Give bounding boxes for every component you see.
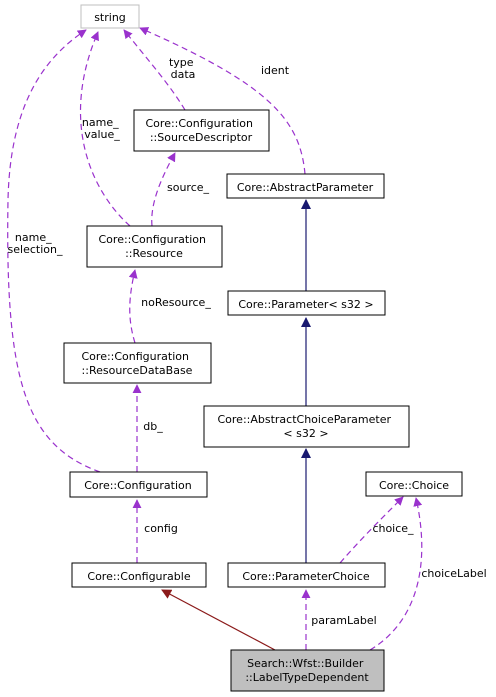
- edge-resource-to-string: [79, 31, 131, 227]
- node-configuration[interactable]: Core::Configuration: [69, 471, 208, 498]
- node-source-descriptor-label: Core::Configuration ::SourceDescriptor: [146, 117, 257, 144]
- edge-label-no-resource: noResource_: [141, 296, 211, 309]
- node-abstract-choice-parameter[interactable]: Core::AbstractChoiceParameter < s32 >: [203, 405, 410, 448]
- node-parameter-choice-label: Core::ParameterChoice: [242, 570, 370, 583]
- node-label-type-dependent-label: Search::Wfst::Builder ::LabelTypeDepende…: [245, 657, 369, 684]
- node-choice[interactable]: Core::Choice: [365, 471, 463, 497]
- edge-labeltypedependent-to-configurable: [161, 589, 276, 651]
- edge-label-type-data: type data: [169, 56, 197, 81]
- edge-configuration-to-string: [7, 29, 101, 473]
- node-choice-label: Core::Choice: [379, 479, 449, 492]
- node-abstract-parameter[interactable]: Core::AbstractParameter: [226, 173, 385, 199]
- node-resource[interactable]: Core::Configuration ::Resource: [86, 225, 223, 268]
- node-configuration-label: Core::Configuration: [84, 479, 191, 492]
- node-abstract-choice-parameter-label: Core::AbstractChoiceParameter < s32 >: [217, 413, 394, 440]
- edge-label-choice: choice_: [372, 522, 414, 535]
- edge-label-config: config: [144, 522, 178, 535]
- node-resource-database-label: Core::Configuration ::ResourceDataBase: [82, 350, 193, 377]
- edge-parameterchoice-to-choice: [339, 496, 404, 564]
- edge-abstractparameter-to-string: [139, 27, 306, 175]
- edge-label-ident: ident: [261, 64, 290, 77]
- edge-label-source: source_: [167, 181, 210, 194]
- node-label-type-dependent[interactable]: Search::Wfst::Builder ::LabelTypeDepende…: [230, 649, 385, 692]
- edge-resource-to-sourcedescriptor: [151, 152, 176, 227]
- edge-label-choice-label: choiceLabel: [421, 567, 486, 580]
- diagram-edges: [7, 27, 423, 651]
- edge-label-name-selection: name_ selection_: [8, 231, 63, 256]
- node-string-label: string: [94, 11, 126, 24]
- edge-label-name-value: name_ value_: [82, 116, 122, 141]
- node-source-descriptor[interactable]: Core::Configuration ::SourceDescriptor: [133, 109, 270, 152]
- edge-resourcedatabase-to-resource: [128, 269, 138, 344]
- node-string[interactable]: string: [80, 4, 140, 29]
- node-parameter-s32-label: Core::Parameter< s32 >: [238, 298, 373, 311]
- node-configurable-label: Core::Configurable: [87, 570, 190, 583]
- edge-label-db: db_: [143, 420, 163, 433]
- diagram-nodes: string Core::Configuration ::SourceDescr…: [63, 4, 463, 692]
- node-configurable[interactable]: Core::Configurable: [71, 562, 207, 588]
- node-parameter-s32[interactable]: Core::Parameter< s32 >: [227, 290, 386, 316]
- edge-labeltypedependent-to-choice: [369, 497, 423, 651]
- edge-label-param-label: paramLabel: [311, 614, 376, 627]
- node-abstract-parameter-label: Core::AbstractParameter: [237, 181, 374, 194]
- node-resource-database[interactable]: Core::Configuration ::ResourceDataBase: [63, 342, 212, 384]
- node-parameter-choice[interactable]: Core::ParameterChoice: [227, 562, 386, 588]
- edge-labels: type data ident name_ value_ source_ nam…: [8, 56, 487, 627]
- node-resource-label: Core::Configuration ::Resource: [99, 233, 210, 260]
